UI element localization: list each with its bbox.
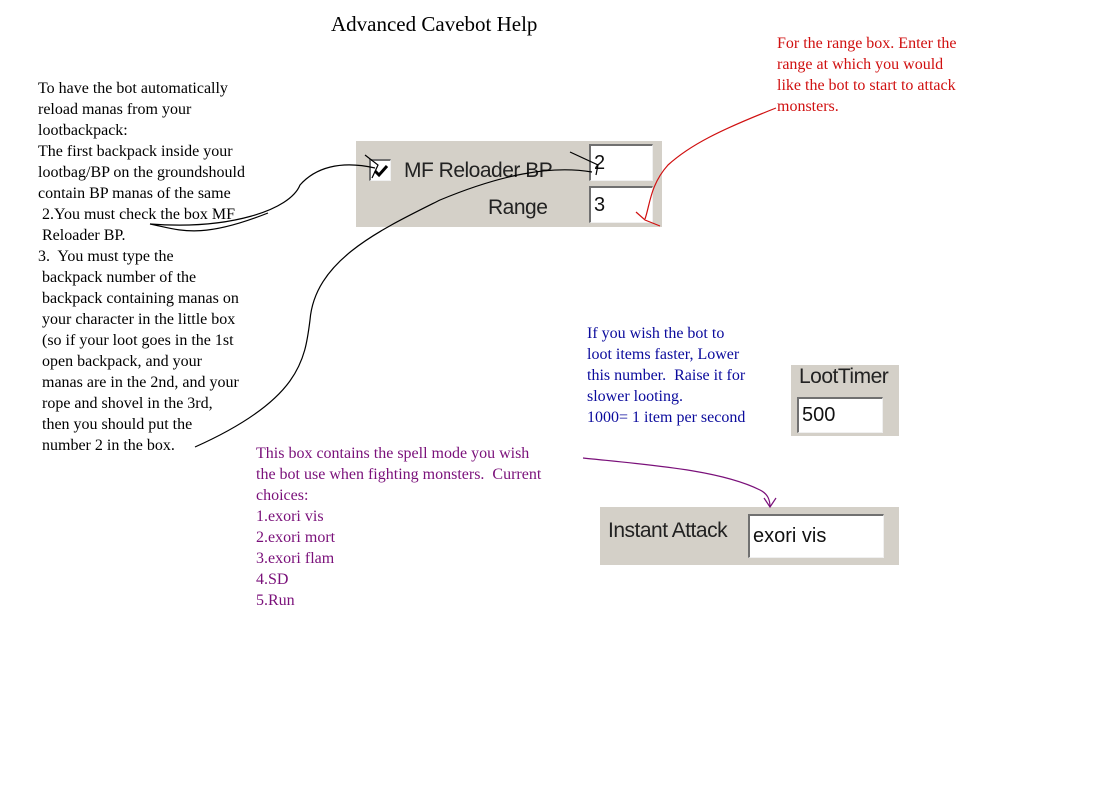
loot-timer-note: If you wish the bot to loot items faster… [587,325,746,426]
checkbox-pointer-line [149,164,376,232]
spell-mode-note: This box contains the spell mode you wis… [256,445,542,609]
checkbox-pointer-hook [364,154,379,179]
checkmark-icon [373,165,389,178]
instant-attack-label: Instant Attack [608,519,728,542]
box-number-pointer-line [194,169,593,448]
loot-timer-label: LootTimer [799,365,889,388]
loot-timer-field[interactable] [797,397,883,433]
spell-mode-pointer-arrowhead [763,497,777,509]
spell-mode-pointer-line [582,457,771,508]
range-pointer-arrowhead [635,211,661,227]
page-title: Advanced Cavebot Help [331,12,538,36]
instant-attack-field[interactable] [748,514,884,558]
box-number-pointer-hook [569,151,599,176]
range-label: Range [488,196,548,219]
range-box-note: For the range box. Enter the range at wh… [777,35,957,115]
range-field[interactable] [589,186,653,223]
reload-manas-instructions: To have the bot automatically reload man… [38,80,245,454]
range-pointer-line [644,107,777,220]
loot-timer-panel: LootTimer [791,365,899,436]
mf-reloader-panel: MF Reloader BP Range [356,141,662,227]
backpack-number-field[interactable] [589,144,653,181]
mf-reloader-label: MF Reloader BP [404,159,553,182]
mf-reloader-checkbox[interactable] [369,159,391,181]
instant-attack-panel: Instant Attack [600,507,899,565]
